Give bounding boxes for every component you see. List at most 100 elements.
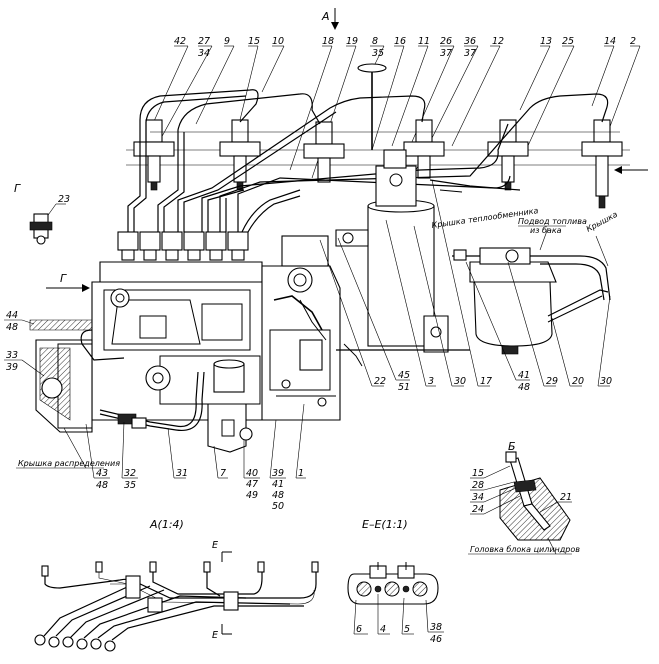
injection-pump bbox=[29, 189, 341, 453]
section-b-callout-24: 24 bbox=[472, 504, 484, 515]
view-g-marker-arrow: Г bbox=[46, 272, 90, 292]
label-cylinder-head: Головка блока цилиндров bbox=[470, 545, 580, 554]
injector-1 bbox=[133, 119, 175, 191]
svg-text:Г: Г bbox=[14, 182, 21, 195]
callout-3: 3 bbox=[428, 376, 434, 387]
callout-1: 1 bbox=[298, 468, 304, 479]
delivery-valve-holders bbox=[117, 231, 249, 261]
callout-2: 2 bbox=[630, 36, 636, 47]
section-ee-callout-5: 5 bbox=[404, 624, 410, 635]
injector-5 bbox=[487, 119, 529, 191]
callout-25: 25 bbox=[562, 36, 574, 47]
view-a-scaled: А(1:4) Е Е bbox=[34, 518, 319, 652]
callout-stack-40: 40 47 49 bbox=[243, 440, 260, 501]
callout-49: 49 bbox=[246, 490, 258, 501]
callout-48d: 48 bbox=[272, 490, 284, 501]
heat-exchanger bbox=[273, 149, 521, 367]
section-b-callout-34: 34 bbox=[472, 492, 484, 503]
callout-40: 40 bbox=[246, 468, 258, 479]
section-ee: Е–Е(1:1) 6 4 5 38 46 bbox=[347, 518, 444, 645]
callout-48c: 48 bbox=[96, 480, 108, 491]
injector-3 bbox=[303, 121, 345, 183]
callout-20: 20 bbox=[572, 376, 584, 387]
label-fuel-supply-1: Подвод топлива bbox=[518, 217, 587, 226]
part-23-view-g bbox=[29, 213, 53, 245]
callout-8: 8 bbox=[372, 36, 378, 47]
fuel-filter bbox=[452, 247, 611, 355]
callout-51: 51 bbox=[398, 382, 410, 393]
callout-42: 42 bbox=[174, 36, 186, 47]
top-callouts: 42 27 34 9 15 10 18 19 8 35 16 11 26 bbox=[149, 36, 641, 179]
callout-19: 19 bbox=[346, 36, 358, 47]
section-b-callout-28: 28 bbox=[472, 480, 484, 491]
section-b-callout-21: 21 bbox=[560, 492, 572, 503]
callout-37a: 37 bbox=[440, 48, 452, 59]
callout-14: 14 bbox=[604, 36, 616, 47]
svg-text:А: А bbox=[321, 10, 330, 23]
callout-9: 9 bbox=[224, 36, 230, 47]
callout-33: 33 bbox=[6, 350, 18, 361]
callout-29: 29 bbox=[546, 376, 558, 387]
callout-39a: 39 bbox=[6, 362, 18, 373]
section-b-detail: Б 15 28 34 24 21 Головка блока цилиндров bbox=[468, 440, 580, 555]
section-ee-title: Е–Е(1:1) bbox=[362, 518, 408, 531]
svg-text:Г: Г bbox=[60, 272, 67, 285]
callout-35: 35 bbox=[372, 48, 384, 59]
callout-30b: 30 bbox=[600, 376, 612, 387]
view-a-pump-ends bbox=[34, 634, 116, 652]
callout-44: 44 bbox=[6, 310, 18, 321]
callout-41: 41 bbox=[518, 370, 530, 381]
callout-23: 23 bbox=[58, 194, 70, 205]
callout-27: 27 bbox=[198, 36, 210, 47]
view-a-injectors bbox=[41, 561, 319, 577]
callout-26: 26 bbox=[440, 36, 452, 47]
injector-2 bbox=[219, 119, 261, 191]
section-ee-callout-38: 38 bbox=[430, 622, 442, 633]
callout-48b: 48 bbox=[6, 322, 18, 333]
injector-rail bbox=[126, 119, 630, 209]
injector-6 bbox=[581, 119, 623, 209]
section-b-title: Б bbox=[508, 440, 516, 453]
callout-50: 50 bbox=[272, 501, 284, 512]
callout-13: 13 bbox=[540, 36, 552, 47]
callout-10: 10 bbox=[272, 36, 284, 47]
middle-callouts: 22 45 51 3 30 17 41 48 29 20 30 bbox=[319, 179, 612, 393]
callout-11: 11 bbox=[418, 36, 430, 47]
view-a-marker: А bbox=[321, 8, 339, 30]
callout-30a: 30 bbox=[454, 376, 466, 387]
callout-39b: 39 bbox=[272, 468, 284, 479]
callout-32: 32 bbox=[124, 468, 136, 479]
callout-45: 45 bbox=[398, 370, 410, 381]
callout-16: 16 bbox=[394, 36, 406, 47]
label-cover: Крышка bbox=[585, 210, 619, 234]
svg-text:Е: Е bbox=[212, 630, 218, 641]
section-ee-callout-46: 46 bbox=[430, 634, 442, 645]
bottom-callouts: Крышка распределения 43 48 32 35 31 7 40… bbox=[16, 403, 306, 512]
label-fuel-supply-2: из бака bbox=[530, 226, 562, 235]
callout-36: 36 bbox=[464, 36, 476, 47]
callout-12: 12 bbox=[492, 36, 504, 47]
view-a-title: А(1:4) bbox=[149, 518, 184, 531]
callout-7: 7 bbox=[220, 468, 226, 479]
left-callouts: 23 44 48 33 39 bbox=[4, 194, 70, 377]
view-g-marker-top: Г bbox=[14, 182, 21, 195]
callout-17: 17 bbox=[480, 376, 492, 387]
callout-43: 43 bbox=[96, 468, 108, 479]
callout-15: 15 bbox=[248, 36, 260, 47]
callout-22: 22 bbox=[374, 376, 386, 387]
callout-31: 31 bbox=[176, 468, 188, 479]
label-distribution-cover: Крышка распределения bbox=[18, 459, 120, 468]
callout-48a: 48 bbox=[518, 382, 530, 393]
callout-34: 34 bbox=[198, 48, 210, 59]
section-ee-callout-4: 4 bbox=[380, 624, 386, 635]
svg-text:Е: Е bbox=[212, 540, 218, 551]
section-ee-callout-6: 6 bbox=[356, 624, 362, 635]
callout-37b: 37 bbox=[464, 48, 476, 59]
injector-4 bbox=[403, 119, 445, 179]
callout-35b: 35 bbox=[124, 480, 136, 491]
callout-18: 18 bbox=[322, 36, 334, 47]
callout-41b: 41 bbox=[272, 479, 284, 490]
callout-stack-39: 39 41 48 50 bbox=[269, 419, 286, 512]
